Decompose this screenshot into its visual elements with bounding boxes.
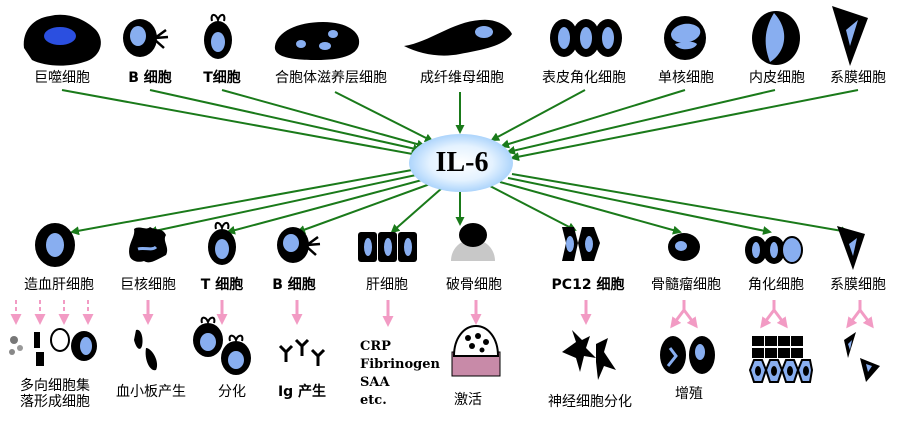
mesangial-cell-icon [832,6,868,66]
osteoclast-icon [451,223,495,261]
immunoglobulin-icon [278,338,326,366]
megakaryocyte-icon [129,227,168,263]
target-label-osteoclast: 破骨细胞 [446,277,502,293]
producer-arrows [61,89,859,162]
colony-forming-cells-icon [9,328,97,366]
producer-label-mesangial: 系膜细胞 [830,70,886,86]
producer-label-monocyte: 单核细胞 [658,70,714,86]
b-cell-target-icon [277,227,321,263]
monocyte-icon [664,16,706,60]
producer-label-fibroblast: 成纤维母细胞 [420,70,504,86]
t-cell-target-icon [208,221,236,265]
mesangial-target-icon [837,226,865,270]
effect-label-ig: Ig 产生 [277,384,327,400]
producer-label-t-cell: T细胞 [203,70,241,86]
target-label-mesangial: 系膜细胞 [830,277,886,293]
effect-label-platelets: 血小板产生 [116,384,186,400]
proliferation-icon [660,336,715,374]
keratinocyte-target-icon [745,236,803,264]
keratinocyte-layer-icon [748,336,814,383]
b-cell-icon [123,19,169,57]
syncytiotrophoblast-icon [274,22,360,60]
target-label-b-cell: B 细胞 [272,277,316,293]
effect-label-colony-line2: 落形成细胞 [20,394,90,410]
effect-label-differentiation: 分化 [218,384,246,400]
target-label-keratinocyte: 角化细胞 [748,277,804,293]
effect-label-fibrinogen: Fibrinogen [360,357,440,372]
target-label-pc12: PC12 细胞 [551,277,625,293]
macrophage-icon [23,14,101,66]
differentiated-t-cells-icon [193,316,251,375]
effect-label-crp: CRP [360,339,391,354]
target-arrows [70,169,850,236]
neuron-icon [562,330,616,380]
producer-label-macrophage: 巨噬细胞 [34,70,90,86]
effect-label-etc: etc. [360,393,387,408]
hematopoietic-cell-icon [35,223,75,267]
effect-label-neuron: 神经细胞分化 [548,394,632,410]
target-label-myeloma: 骨髓瘤细胞 [651,277,721,293]
il6-center-glow [409,134,513,192]
myeloma-cell-icon [668,233,700,261]
effect-label-proliferation: 增殖 [675,386,703,402]
keratinocyte-icon [550,19,622,57]
mesangial-proliferation-icon [844,332,880,382]
target-label-t-cell: T 细胞 [200,277,244,293]
hepatocyte-icon [358,232,417,262]
producer-label-syncytiotrophoblast: 合胞体滋养层细胞 [275,70,387,86]
il6-label: IL-6 [435,147,489,178]
producer-label-keratinocyte: 表皮角化细胞 [542,70,626,86]
activated-osteoclast-icon [451,324,501,377]
producer-label-b-cell: B 细胞 [128,70,172,86]
fibroblast-icon [404,19,512,56]
target-label-hematopoietic: 造血肝细胞 [24,277,94,293]
effect-label-saa: SAA [360,375,390,390]
effect-label-colony-line1: 多向细胞集 [20,378,90,394]
effect-label-activation: 激活 [454,392,482,408]
pc12-cell-icon [562,227,600,261]
endothelial-cell-icon [752,11,800,65]
target-label-hepatocyte: 肝细胞 [366,277,408,293]
target-label-megakaryocyte: 巨核细胞 [120,277,176,293]
effect-arrows [10,300,874,329]
producer-label-endothelial: 内皮细胞 [749,70,805,86]
platelets-icon [134,329,158,371]
t-cell-icon [204,13,232,59]
